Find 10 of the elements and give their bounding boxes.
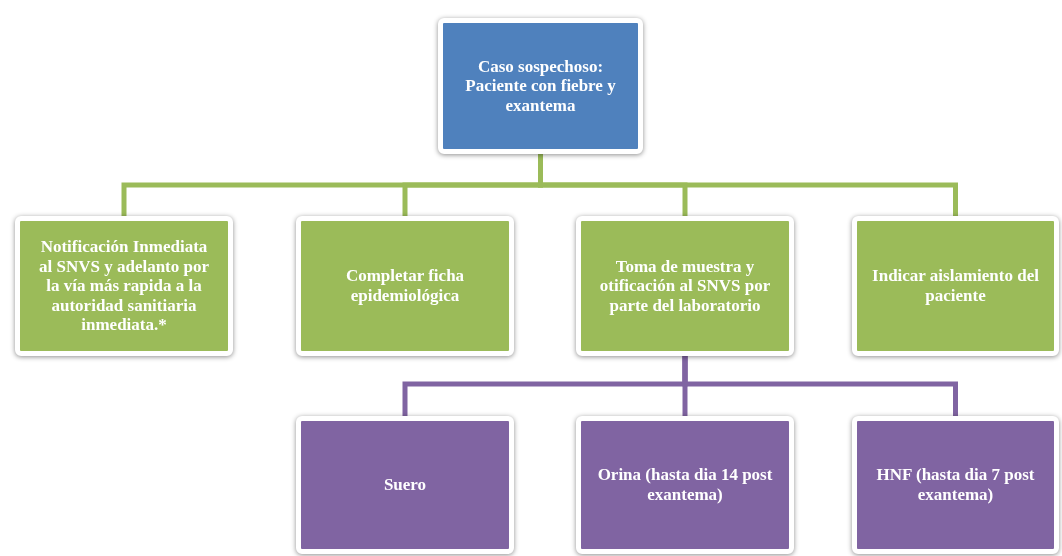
box-text: HNF (hasta dia 7 post exantema) bbox=[875, 465, 1036, 505]
connector-line bbox=[538, 154, 958, 216]
box-text: Indicar aislamiento del paciente bbox=[871, 266, 1040, 306]
box-text: Toma de muestra y otificación al SNVS por parte del laboratorio bbox=[598, 256, 772, 316]
box-text: Orina (hasta dia 14 post exantema) bbox=[596, 465, 774, 505]
connector-line bbox=[682, 356, 958, 416]
box-text: Completar ficha epidemiológica bbox=[344, 266, 466, 306]
box-text: Caso sospechoso: Paciente con fiebre y exantema bbox=[464, 56, 617, 116]
box-text: Suero bbox=[383, 475, 427, 495]
box-text: Notificación Inmediata al SNVS y adelanto por la vía más rapida a la autoridad sanitiaria inmediata.* bbox=[38, 237, 210, 335]
